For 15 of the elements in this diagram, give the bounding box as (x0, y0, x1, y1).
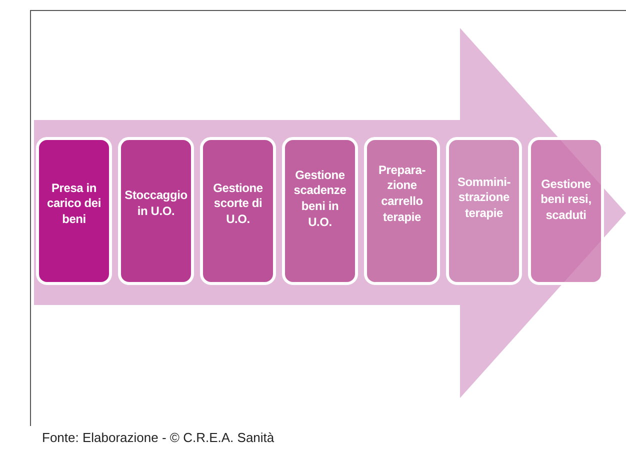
process-step-box (118, 137, 194, 285)
step-label: Presa in carico dei beni (46, 180, 102, 228)
process-step-box (446, 137, 522, 285)
process-step-box (200, 137, 276, 285)
step-label: Sommini- strazione terapie (456, 174, 512, 222)
process-step-box (282, 137, 358, 285)
step-label: Gestione scorte di U.O. (212, 180, 264, 228)
process-step-box (36, 137, 112, 285)
step-label: Stoccaggio in U.O. (124, 188, 188, 220)
step-label: Gestione beni resi, scaduti (540, 176, 592, 224)
step-label: Gestione scadenze beni in U.O. (292, 168, 348, 230)
source-caption: Fonte: Elaborazione - © C.R.E.A. Sanità (42, 430, 274, 445)
process-step-box (364, 137, 440, 285)
step-label: Prepara- zione carrello terapie (377, 162, 427, 226)
process-step-box (528, 137, 604, 285)
